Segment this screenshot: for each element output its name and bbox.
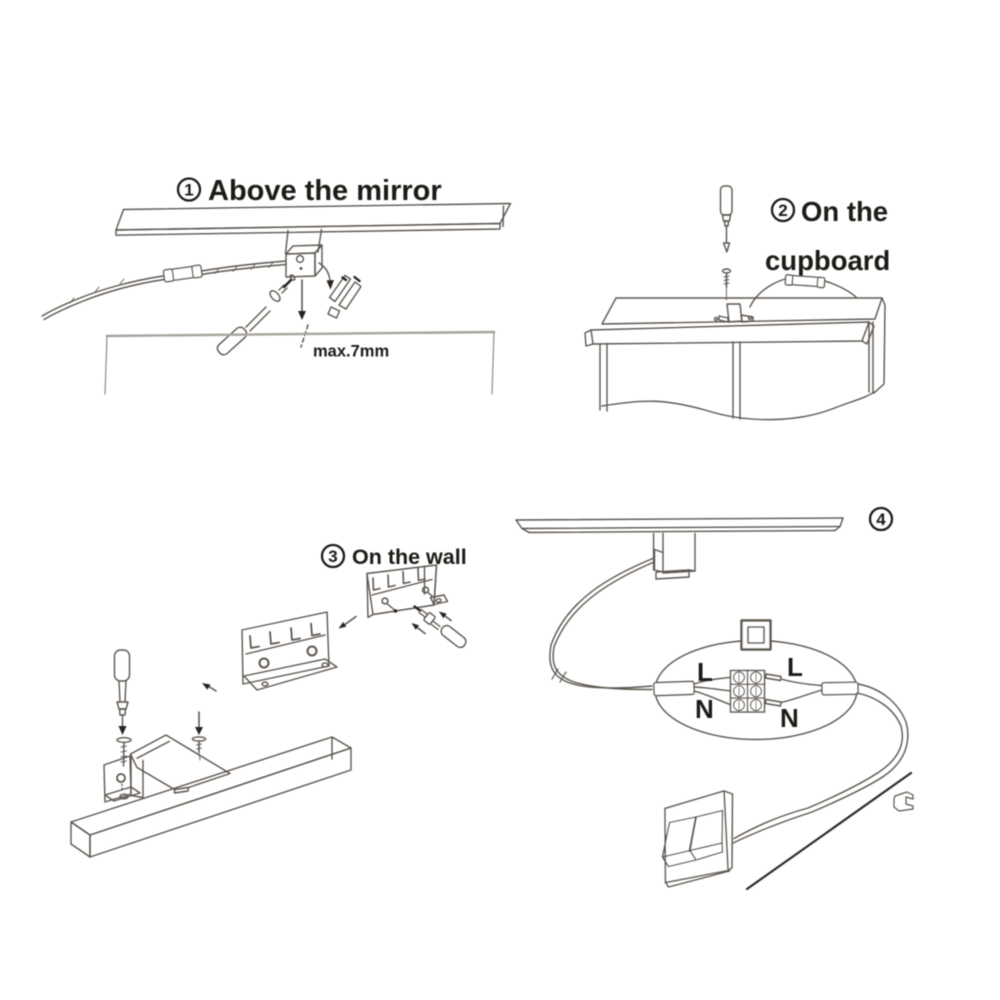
svg-text:3: 3: [328, 547, 337, 566]
svg-text:N: N: [780, 703, 799, 733]
svg-text:4: 4: [876, 510, 886, 529]
svg-text:N: N: [695, 694, 714, 724]
svg-text:1: 1: [184, 181, 193, 200]
svg-text:Above the mirror: Above the mirror: [208, 175, 442, 207]
svg-text:max.7mm: max.7mm: [313, 343, 389, 361]
svg-text:L: L: [787, 652, 803, 682]
svg-text:cupboard: cupboard: [765, 245, 890, 276]
svg-text:On the: On the: [801, 196, 888, 227]
svg-text:L: L: [697, 657, 713, 687]
svg-text:2: 2: [778, 201, 787, 220]
svg-text:On the wall: On the wall: [352, 545, 467, 569]
